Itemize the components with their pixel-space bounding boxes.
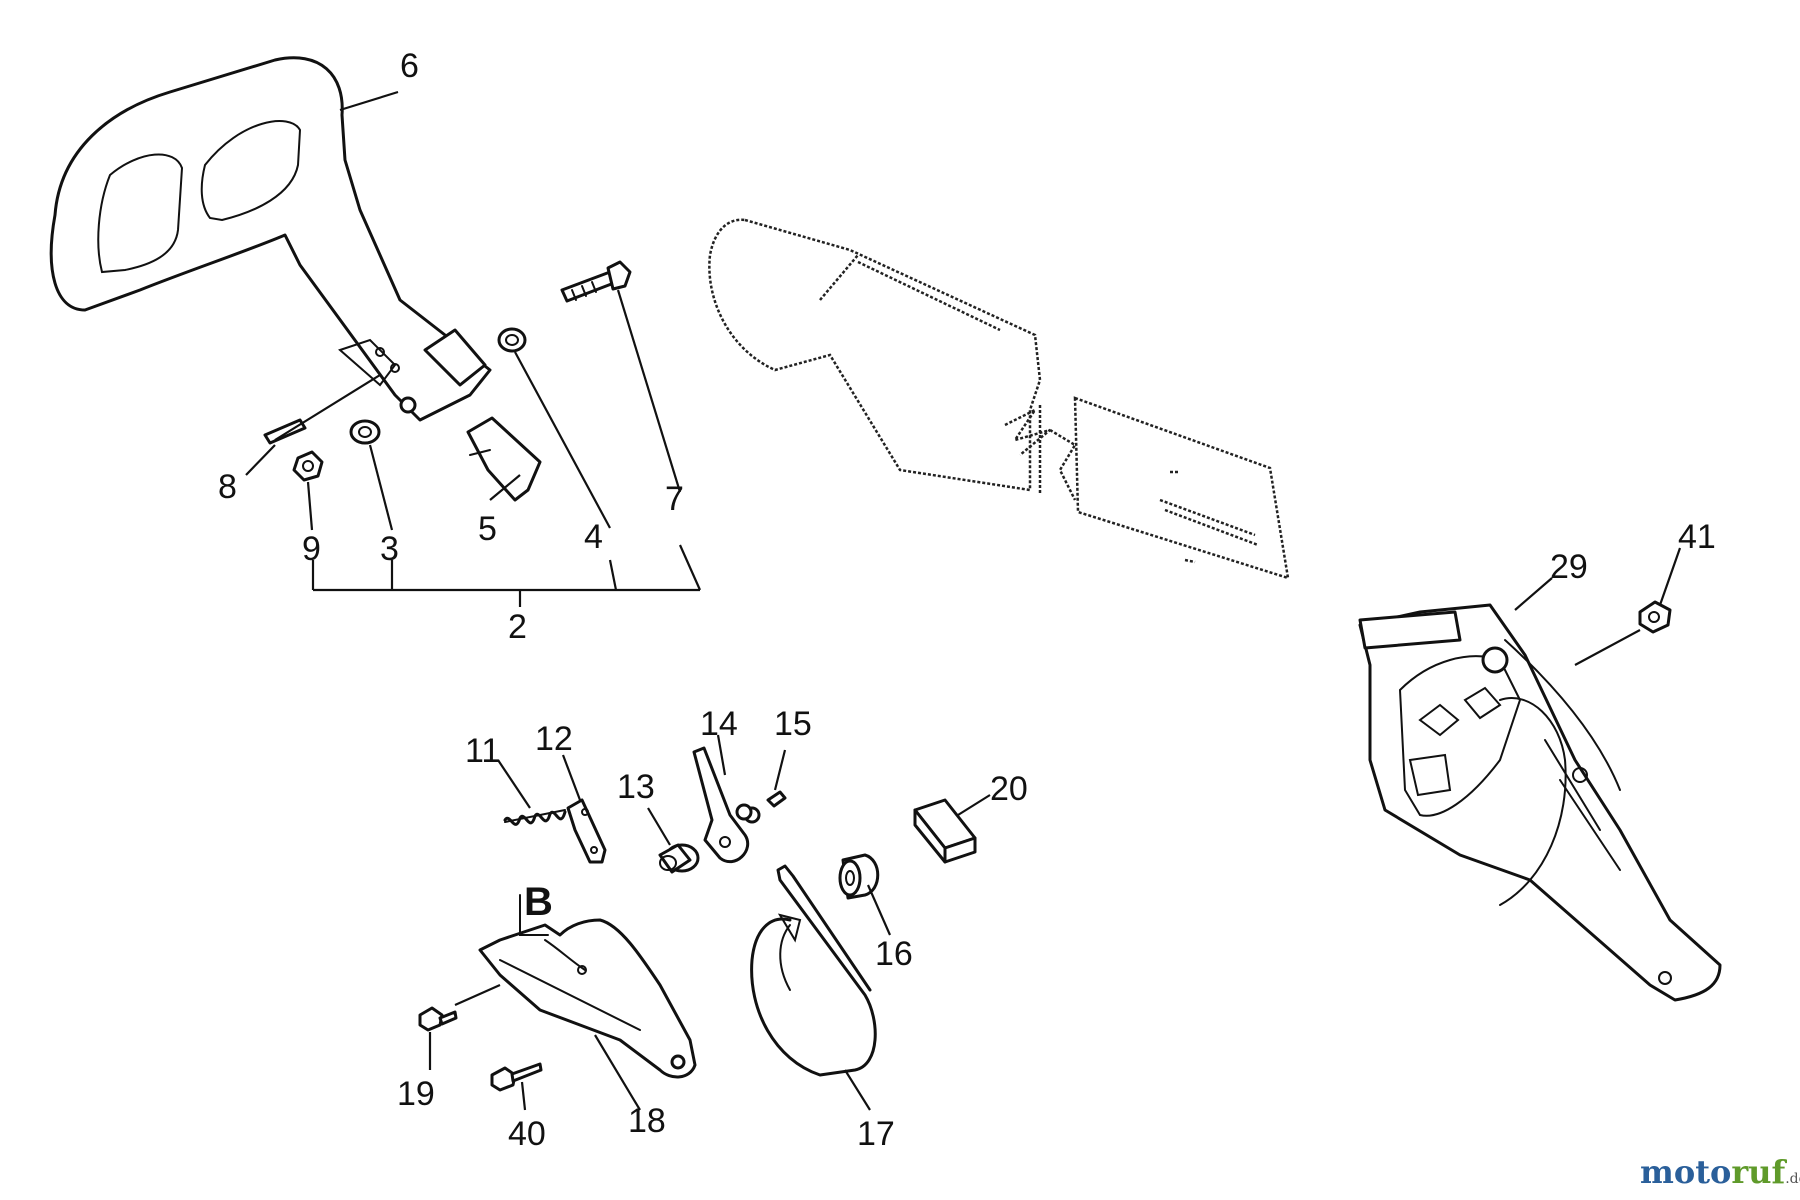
label-8: 8 [218, 468, 237, 506]
lever-part [566, 798, 607, 864]
brake-band-part [750, 864, 877, 1077]
pin-part [263, 418, 307, 445]
label-11: 11 [465, 732, 500, 770]
leader-lines-upper [245, 90, 702, 607]
label-2: 2 [508, 608, 527, 646]
svg-text:motoruf.de: motoruf.de [1640, 1153, 1800, 1191]
part-labels: 6 8 9 3 5 4 7 2 29 41 11 12 13 14 15 20 … [218, 47, 1716, 1153]
label-19: 19 [397, 1075, 435, 1113]
label-12: 12 [535, 720, 573, 758]
brake-cover-part [478, 894, 697, 1079]
watermark-suffix: .de [1785, 1171, 1800, 1187]
label-3: 3 [380, 530, 399, 568]
label-20: 20 [990, 770, 1028, 808]
screw-part [418, 1006, 458, 1032]
washer-part [349, 419, 381, 445]
label-13: 13 [617, 768, 655, 806]
bolt-part [560, 260, 632, 303]
label-17: 17 [857, 1115, 895, 1153]
watermark-part2: ruf [1731, 1153, 1787, 1191]
collar-part [497, 327, 527, 353]
watermark-logo: motoruf.de [1640, 1153, 1800, 1191]
bushing-part [658, 843, 700, 874]
spring-part [503, 809, 567, 826]
label-15: 15 [774, 705, 812, 743]
clip-part [466, 416, 542, 502]
bar-nut-part [1638, 600, 1672, 634]
damper-block-part [913, 798, 977, 864]
guide-bar-outline [708, 218, 1290, 580]
hand-guard-part [49, 56, 492, 422]
label-4: 4 [584, 518, 603, 556]
watermark-part1: moto [1640, 1153, 1731, 1191]
label-5: 5 [478, 510, 497, 548]
brake-lever-part [692, 746, 761, 864]
screw-long-part [490, 1062, 543, 1092]
label-6: 6 [400, 47, 419, 85]
spacer-part [838, 853, 880, 900]
label-9: 9 [302, 530, 321, 568]
label-16: 16 [875, 935, 913, 973]
label-14: 14 [700, 705, 738, 743]
label-18: 18 [628, 1102, 666, 1140]
nut-part [292, 450, 324, 482]
detail-label-b: B [524, 880, 553, 924]
leader-lines-lower [428, 734, 991, 1111]
clutch-cover-part [1358, 603, 1722, 1002]
label-40: 40 [508, 1115, 546, 1153]
label-41: 41 [1678, 518, 1716, 556]
small-pin-part [766, 790, 787, 808]
label-7: 7 [665, 480, 684, 518]
leader-lines-right [1514, 547, 1682, 666]
label-29: 29 [1550, 548, 1588, 586]
